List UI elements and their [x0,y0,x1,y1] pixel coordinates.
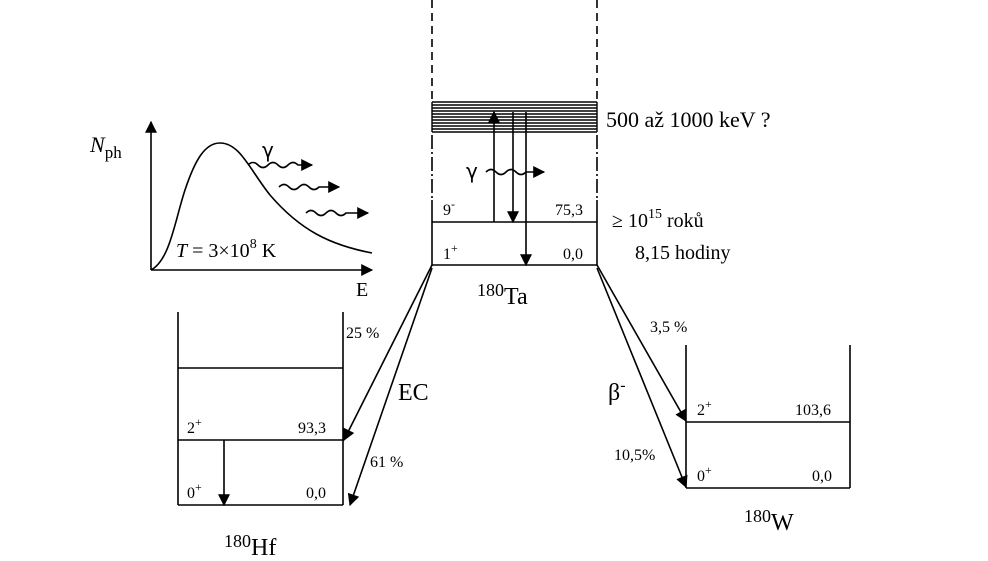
branch-label: 25 % [346,325,379,342]
ta180-level-scheme: 500 až 1000 keV ? γ 9- 75,3 ≥ 1015 roků … [431,0,771,310]
level-spin: 2+ [187,415,202,437]
temperature-label: T = 3×108 K [176,237,277,262]
level-spin: 2+ [697,397,712,419]
beta-arrow [596,267,688,489]
level-energy: 0,0 [306,485,326,502]
isomer-energy: 75,3 [555,202,583,219]
branch-label: 3,5 % [650,319,687,336]
decay-mode-label: EC [398,380,429,406]
level-spin: 0+ [697,463,712,485]
wavy-arrow-icon [305,207,370,219]
excited-band [431,101,598,133]
gamma-label: γ [262,138,274,162]
ec-arrow [343,264,433,442]
ec-arrow [347,267,433,507]
isomer-spin: 9- [443,197,455,219]
branch-label: 10,5% [614,447,655,464]
w180-level-scheme: 2+ 103,6 0+ 0,0 3,5 % β- 10,5% 180W [596,264,851,536]
beta-arrow [596,264,687,423]
gamma-label: γ [466,159,478,183]
wavy-arrow-icon [247,159,314,171]
wavy-arrow-icon [278,181,341,193]
hf180-label: 180Hf [224,531,276,561]
ground-halflife: 8,15 hodiny [635,242,731,264]
level-energy: 93,3 [298,420,326,437]
ta180-label: 180Ta [477,280,528,310]
hf180-level-scheme: 2+ 93,3 0+ 0,0 25 % EC 61 % 180Hf [177,264,433,561]
photon-spectrum-plot: Nph E γ T = 3×108 K [89,120,374,301]
x-axis-label: E [356,279,368,301]
planck-curve [150,142,373,271]
y-axis-label: Nph [89,132,122,162]
band-energy-label: 500 až 1000 keV ? [606,107,771,132]
decay-mode-label: β- [608,377,626,406]
wavy-arrow-icon [485,166,546,178]
branch-label: 61 % [370,454,403,471]
isomer-halflife: ≥ 1015 roků [612,207,704,232]
level-spin: 0+ [187,480,202,502]
ground-spin: 1+ [443,241,458,263]
ground-energy: 0,0 [563,246,583,263]
level-energy: 103,6 [795,402,831,419]
w180-label: 180W [744,506,794,536]
level-energy: 0,0 [812,468,832,485]
